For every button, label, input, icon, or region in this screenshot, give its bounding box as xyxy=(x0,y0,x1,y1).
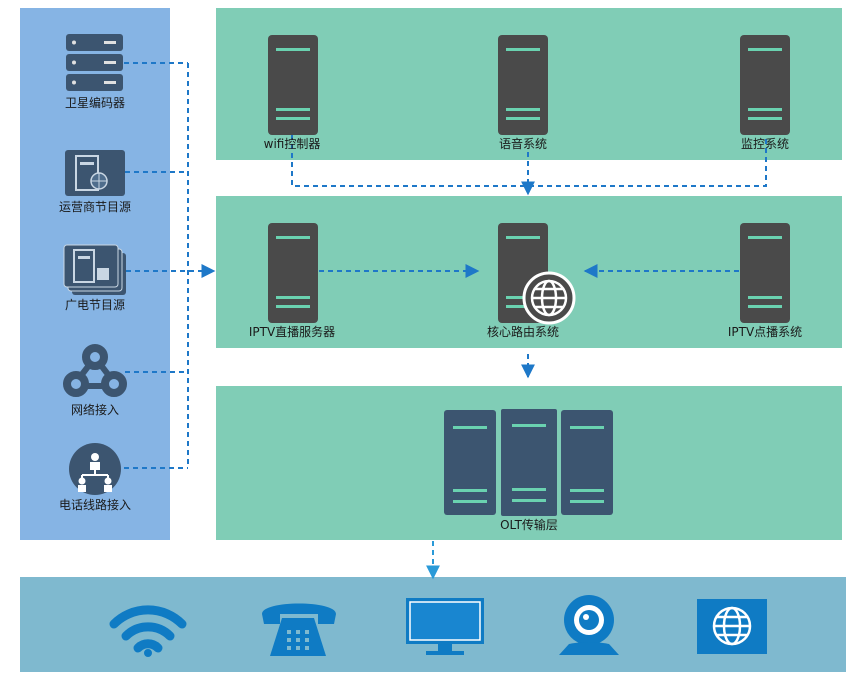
org-chart-icon xyxy=(69,443,121,495)
network-hub-icon xyxy=(63,344,127,397)
label-monitoring-system: 监控系统 xyxy=(740,137,790,151)
operator-server-icon xyxy=(65,150,125,196)
telephone-icon xyxy=(262,603,336,656)
monitor-icon xyxy=(406,598,484,655)
broadcast-server-icon xyxy=(63,244,126,295)
server-monitoring-system xyxy=(740,35,790,135)
label-voice-system: 语音系统 xyxy=(498,137,548,151)
webcam-icon xyxy=(559,595,619,655)
middle-connectors xyxy=(319,264,739,379)
wifi-icon xyxy=(109,605,187,657)
top-to-core-connector xyxy=(291,135,767,196)
olt-server-cluster xyxy=(444,407,613,518)
source-connectors xyxy=(124,62,216,469)
label-iptv-live: IPTV直播服务器 xyxy=(248,325,336,339)
label-iptv-vod: IPTV点播系统 xyxy=(727,325,803,339)
server-voice-system xyxy=(498,35,548,135)
label-wifi-controller: wifi控制器 xyxy=(263,137,321,151)
source-label-broadcast: 广电节目源 xyxy=(64,298,126,312)
source-label-network: 网络接入 xyxy=(70,403,120,417)
label-olt-layer: OLT传输层 xyxy=(500,518,558,532)
server-iptv-vod xyxy=(740,223,790,323)
rack-server-icon xyxy=(66,34,123,91)
source-label-operator: 运营商节目源 xyxy=(58,200,132,214)
server-core-router xyxy=(498,223,576,325)
server-iptv-live xyxy=(268,223,318,323)
source-label-phone-line: 电话线路接入 xyxy=(58,498,132,512)
label-core-router: 核心路由系统 xyxy=(486,325,560,339)
source-label-satellite-encoder: 卫星编码器 xyxy=(64,96,126,110)
server-wifi-controller xyxy=(268,35,318,135)
globe-screen-icon xyxy=(697,599,767,654)
globe-icon xyxy=(522,271,576,325)
